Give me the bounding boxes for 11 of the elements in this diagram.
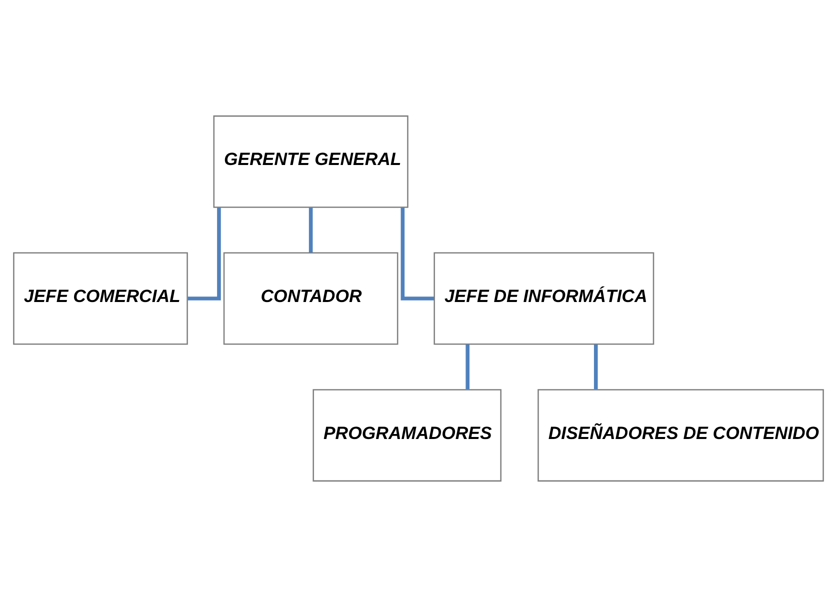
node-box: JEFE COMERCIAL <box>13 252 188 345</box>
connector <box>188 208 221 300</box>
node-box: JEFE DE INFORMÁTICA <box>434 252 654 345</box>
connector <box>308 208 313 252</box>
node-box: DISEÑADORES DE CONTENIDO <box>538 389 824 482</box>
connector <box>594 344 598 390</box>
connector <box>466 344 470 390</box>
node-box: CONTADOR <box>223 252 398 345</box>
connector <box>400 208 434 300</box>
node-box: PROGRAMADORES <box>312 389 502 482</box>
node-box: GERENTE GENERAL <box>213 115 408 208</box>
